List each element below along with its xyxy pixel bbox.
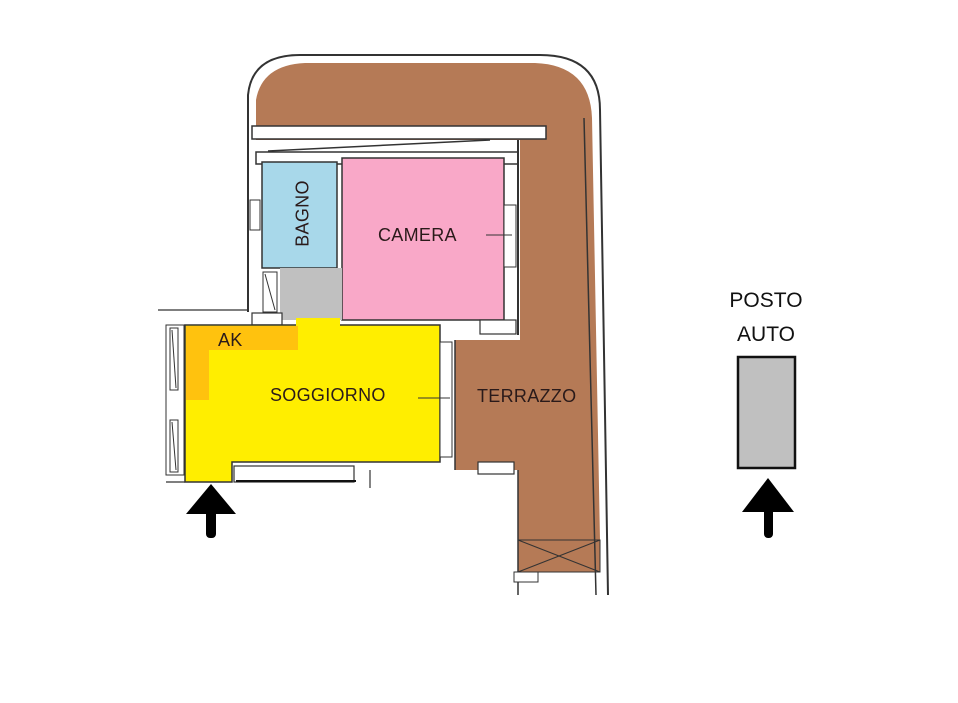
posto-auto-label: POSTO AUTO: [720, 284, 812, 352]
posto-auto-space: [736, 355, 797, 470]
posto-label-line2: AUTO: [737, 323, 795, 346]
ak-label: AK: [218, 330, 243, 350]
bagno-room: [261, 161, 338, 269]
parking-entrance-arrow-icon: [742, 478, 794, 538]
terrazzo-area: [256, 63, 600, 540]
posto-label-line1: POSTO: [729, 289, 803, 312]
apartment-entrance-arrow-icon: [186, 484, 236, 538]
disimpegno: [280, 268, 342, 320]
soggiorno-label: SOGGIORNO: [270, 385, 386, 405]
bagno-label: BAGNO: [292, 180, 313, 247]
terrace-outer-wall: [247, 54, 609, 596]
wall-beam: [251, 125, 547, 140]
ak-area: [186, 326, 298, 400]
camera-label: CAMERA: [378, 225, 457, 245]
terrazzo-label: TERRAZZO: [477, 386, 577, 406]
camera-room: [341, 157, 505, 321]
